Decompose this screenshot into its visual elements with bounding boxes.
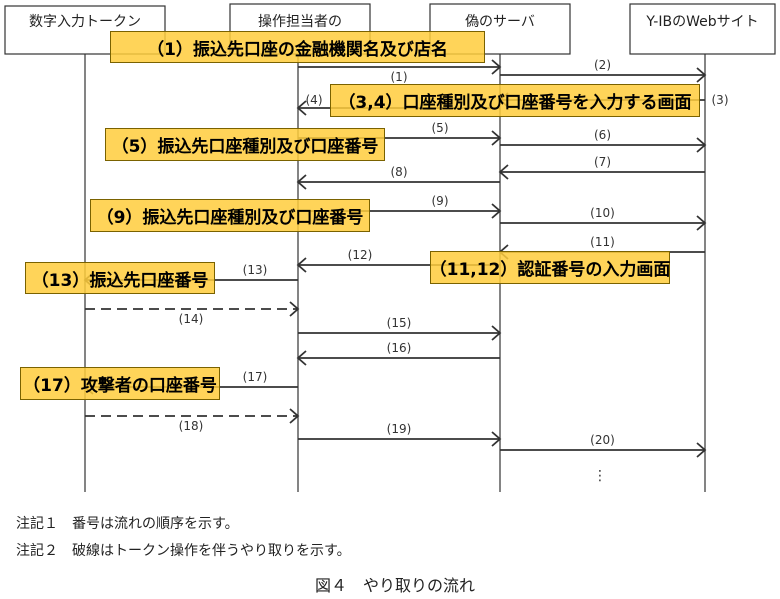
caption: 図４ やり取りの流れ [315, 576, 476, 595]
message-label: (18) [179, 419, 204, 433]
overlay-3-4: （3,4）口座種別及び口座番号を入力する画面 [330, 84, 700, 117]
overlay-1: （1）振込先口座の金融機関名及び店名 [110, 31, 485, 63]
participant-box [629, 3, 776, 55]
arrowhead [696, 442, 707, 458]
message-label: (20) [590, 433, 615, 447]
overlay-13: （13）振込先口座番号 [25, 262, 215, 294]
message-label: (4) [306, 93, 323, 107]
message-label: (12) [348, 248, 373, 262]
participant-label: 数字入力トークン [29, 14, 141, 30]
message-label: (11) [590, 235, 615, 249]
arrowhead [696, 67, 707, 83]
arrowhead [296, 350, 307, 366]
arrowhead [289, 408, 300, 424]
message-label: (10) [590, 206, 615, 220]
message-label: (3) [712, 93, 729, 107]
message-label: (16) [387, 341, 412, 355]
participant-label: 操作担当者の [258, 14, 342, 30]
message-label: (6) [594, 128, 611, 142]
arrowhead [491, 325, 502, 341]
note-2: 注記２ 破線はトークン操作を伴うやり取りを示す。 [16, 543, 351, 559]
continuation-dots: ⋮ [593, 468, 607, 484]
arrowhead [296, 257, 307, 273]
arrowhead [696, 215, 707, 231]
overlay-9: （9）振込先口座種別及び口座番号 [90, 199, 370, 232]
overlay-5: （5）振込先口座種別及び口座番号 [105, 128, 385, 161]
arrowhead [491, 59, 502, 75]
arrowhead [491, 203, 502, 219]
message-label: (5) [432, 121, 449, 135]
participant-label: Y-IBのWebサイト [645, 14, 758, 30]
arrowhead [491, 130, 502, 146]
message-label: (14) [179, 312, 204, 326]
message-label: (8) [391, 165, 408, 179]
arrowhead [296, 100, 307, 116]
message-label: (15) [387, 316, 412, 330]
note-1: 注記１ 番号は流れの順序を示す。 [16, 516, 239, 532]
overlay-11-12: （11,12）認証番号の入力画面 [430, 251, 670, 284]
arrowhead [296, 174, 307, 190]
message-label: (7) [594, 155, 611, 169]
arrowhead [696, 137, 707, 153]
arrowhead [498, 164, 509, 180]
overlay-17: （17）攻撃者の口座番号 [20, 367, 220, 400]
arrowhead [289, 301, 300, 317]
message-label: (1) [391, 70, 408, 84]
arrowhead [491, 431, 502, 447]
message-label: (17) [243, 370, 268, 384]
message-label: (9) [432, 194, 449, 208]
participant-label: 偽のサーバ [465, 14, 535, 30]
message-label: (13) [243, 263, 268, 277]
message-label: (2) [594, 58, 611, 72]
message-label: (19) [387, 422, 412, 436]
